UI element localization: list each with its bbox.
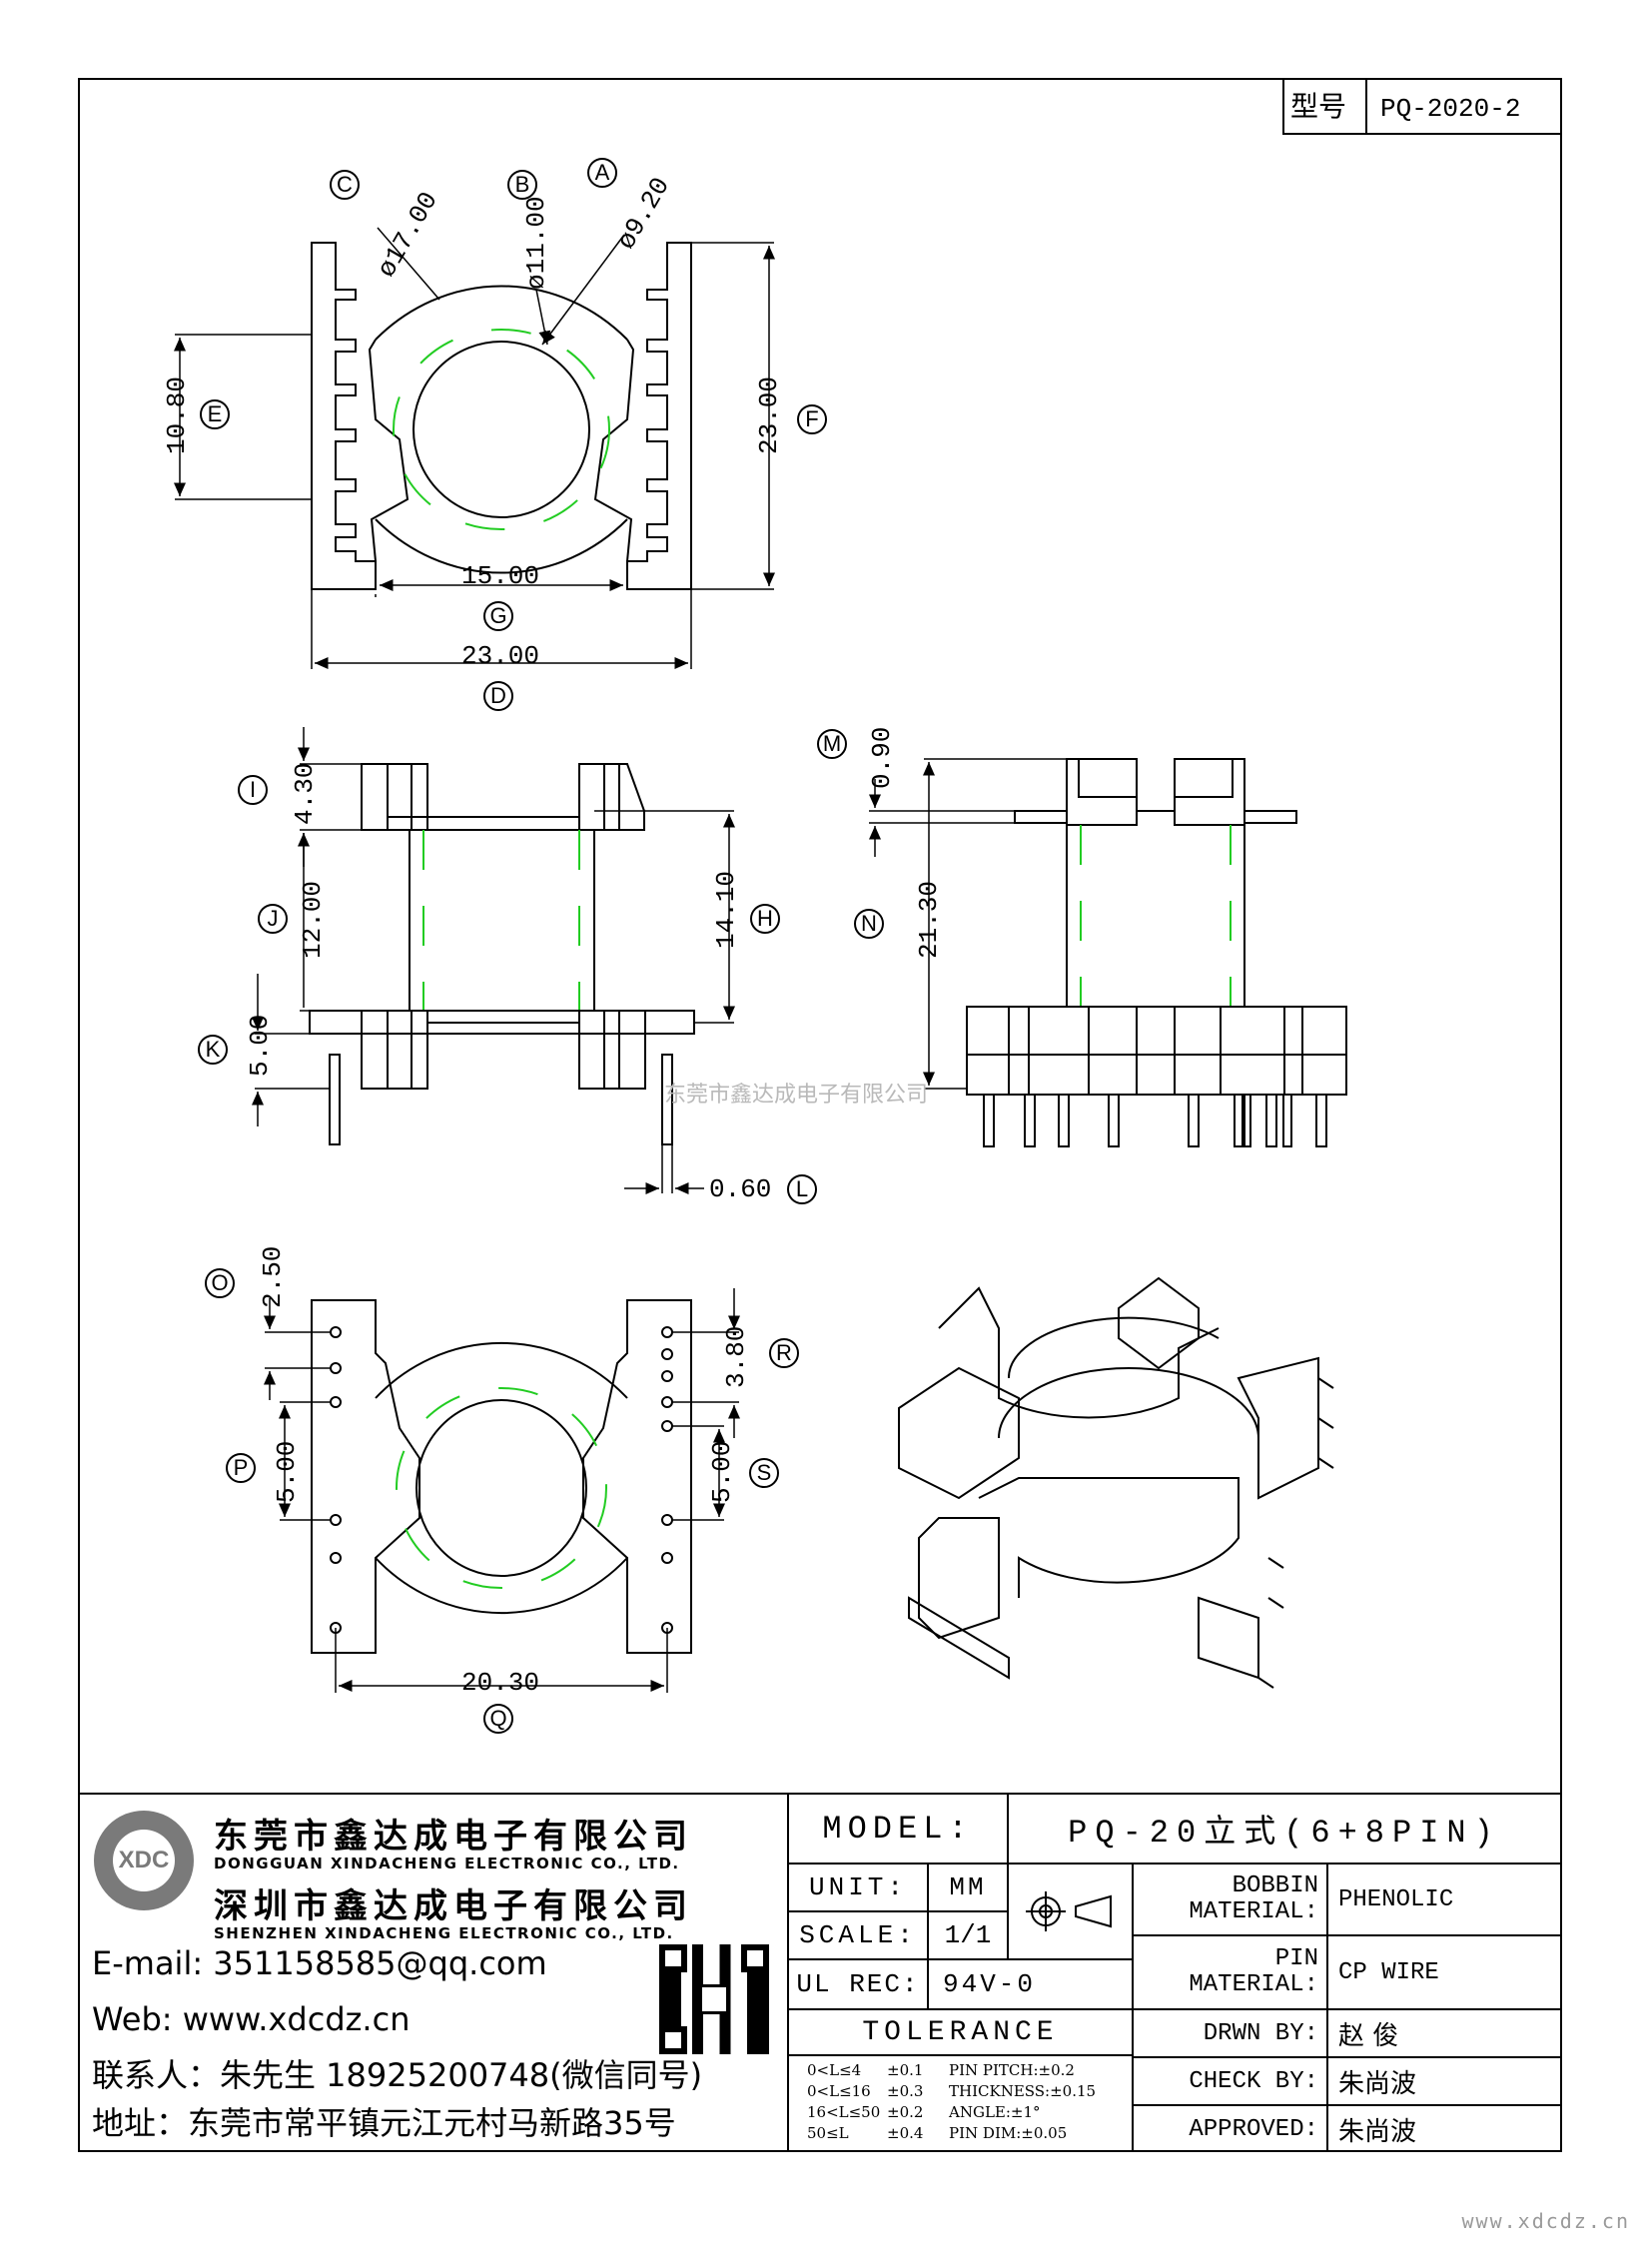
top-view <box>174 227 775 669</box>
title-grid: MODEL: PQ-20立式(6+8PIN) UNIT: MM SCALE: 1… <box>789 1795 1560 2152</box>
scale-value: 1/1 <box>944 1920 992 1950</box>
check-label: CHECK BY: <box>1189 2067 1318 2095</box>
bottom-view <box>264 1288 740 1693</box>
model-label: MODEL: <box>822 1810 974 1848</box>
type-box: 型号 PQ-2020-2 <box>1282 78 1562 135</box>
dim-B: ø11.00 <box>521 196 551 290</box>
dim-N: 21.30 <box>914 880 944 959</box>
label-D: D <box>483 681 513 711</box>
company-logo: XDC <box>94 1811 194 1910</box>
dim-K: 5.00 <box>245 1014 275 1077</box>
company-name-sz: 深圳市鑫达成电子有限公司 <box>214 1886 693 1926</box>
company-email[interactable]: E-mail: 351158585@qq.com <box>92 1944 547 1982</box>
dim-D: 23.00 <box>461 641 540 671</box>
company-web[interactable]: Web: www.xdcdz.cn <box>92 2000 411 2038</box>
label-E: E <box>200 399 230 429</box>
label-P: P <box>226 1453 256 1483</box>
projection-symbol <box>1009 1865 1134 1960</box>
dim-R: 3.80 <box>721 1325 751 1388</box>
label-K: K <box>198 1035 228 1065</box>
dim-A: ø9.20 <box>611 172 676 255</box>
scale-label: SCALE: <box>799 1920 917 1950</box>
label-I: I <box>238 775 268 805</box>
company-contact: 联系人：朱先生 18925200748(微信同号) <box>92 2056 703 2094</box>
dim-C: ø17.00 <box>372 186 444 283</box>
company-name-sz-en: SHENZHEN XINDACHENG ELECTRONIC CO., LTD. <box>214 1924 674 1942</box>
label-Q: Q <box>483 1704 513 1734</box>
approved-label: APPROVED: <box>1189 2115 1318 2143</box>
approved-value: 朱尚波 <box>1338 2116 1417 2147</box>
qr-code <box>659 1944 769 2054</box>
company-address: 地址：东莞市常平镇元江元村马新路35号 <box>92 2104 676 2142</box>
label-L: L <box>787 1174 817 1204</box>
dim-L: 0.60 <box>709 1174 772 1204</box>
watermark: 东莞市鑫达成电子有限公司 <box>664 1083 929 1108</box>
dim-H: 14.10 <box>711 870 741 949</box>
label-O: O <box>205 1268 235 1298</box>
title-block: #company{position:absolute;left:0;top:0;… <box>78 1793 1562 2152</box>
check-value: 朱尚波 <box>1338 2068 1417 2099</box>
label-B: B <box>507 170 537 200</box>
ul-value: 94V-0 <box>943 1969 1037 1999</box>
pin-value: CP WIRE <box>1338 1958 1439 1986</box>
type-label: 型号 <box>1290 90 1346 123</box>
company-name-dg-en: DONGGUAN XINDACHENG ELECTRONIC CO., LTD. <box>214 1855 680 1872</box>
dim-F: 23.00 <box>754 375 784 454</box>
front-view <box>252 727 735 1194</box>
model-value: PQ-20立式(6+8PIN) <box>1068 1815 1501 1852</box>
logo-text: XDC <box>118 1847 170 1873</box>
dim-J: 12.00 <box>298 880 328 959</box>
drawn-label: DRWN BY: <box>1203 2019 1318 2047</box>
first-angle-projection-icon <box>1025 1891 1112 1931</box>
bobbin-value: PHENOLIC <box>1338 1885 1454 1913</box>
label-C: C <box>330 170 360 200</box>
label-A: A <box>587 158 617 188</box>
dim-P: 5.00 <box>272 1440 302 1503</box>
side-view <box>869 758 1347 1147</box>
site-url[interactable]: www.xdcdz.cn <box>1461 2209 1630 2233</box>
drawn-value: 赵 俊 <box>1338 2020 1399 2051</box>
label-F: F <box>797 404 827 434</box>
dim-S: 5.00 <box>707 1440 737 1503</box>
dim-Q: 20.30 <box>461 1668 540 1698</box>
unit-value: MM <box>949 1872 987 1902</box>
company-panel: XDC 东莞市鑫达成电子有限公司 DONGGUAN XINDACHENG ELE… <box>78 1795 789 2152</box>
dim-O: 2.50 <box>258 1245 288 1308</box>
drawing-frame <box>78 78 1562 2152</box>
tolerance-label: TOLERANCE <box>862 2016 1059 2048</box>
ul-label: UL REC: <box>796 1969 920 1999</box>
dim-M: 0.90 <box>867 726 897 789</box>
label-S: S <box>749 1458 779 1488</box>
label-N: N <box>854 909 884 939</box>
isometric-view <box>898 1276 1334 1689</box>
type-value: PQ-2020-2 <box>1380 94 1520 124</box>
company-name-dg: 东莞市鑫达成电子有限公司 <box>214 1817 693 1857</box>
label-M: M <box>817 729 847 759</box>
unit-label: UNIT: <box>808 1872 907 1902</box>
dim-E: 10.80 <box>162 375 192 454</box>
dim-G: 15.00 <box>461 561 540 591</box>
label-J: J <box>258 904 288 934</box>
dim-I: 4.30 <box>290 762 320 825</box>
label-H: H <box>750 904 780 934</box>
label-G: G <box>483 601 513 631</box>
label-R: R <box>769 1338 799 1368</box>
